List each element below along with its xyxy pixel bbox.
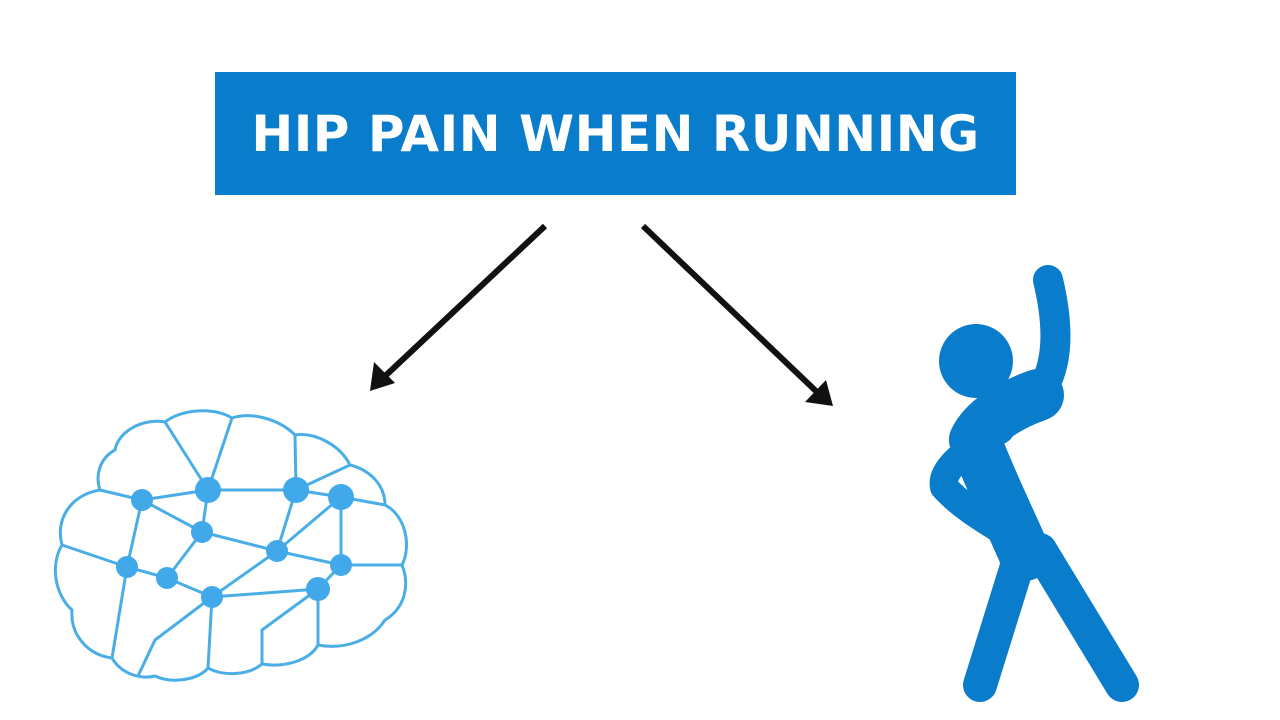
stretching-person-icon — [929, 265, 1139, 702]
brain-node — [306, 577, 330, 601]
brain-node — [283, 477, 309, 503]
brain-node — [328, 484, 354, 510]
arrow-left — [370, 223, 548, 391]
brain-node — [266, 540, 288, 562]
arrow-right — [640, 223, 833, 406]
brain-node — [201, 586, 223, 608]
brain-node — [156, 567, 178, 589]
brain-node — [195, 477, 221, 503]
brain-nodes — [116, 477, 354, 608]
title-box: HIP PAIN WHEN RUNNING — [215, 72, 1016, 195]
title-text: HIP PAIN WHEN RUNNING — [251, 104, 980, 163]
brain-node — [116, 556, 138, 578]
brain-node — [330, 554, 352, 576]
brain-node — [191, 521, 213, 543]
brain-node — [131, 489, 153, 511]
brain-network-icon — [53, 409, 408, 682]
person-head — [939, 324, 1013, 398]
